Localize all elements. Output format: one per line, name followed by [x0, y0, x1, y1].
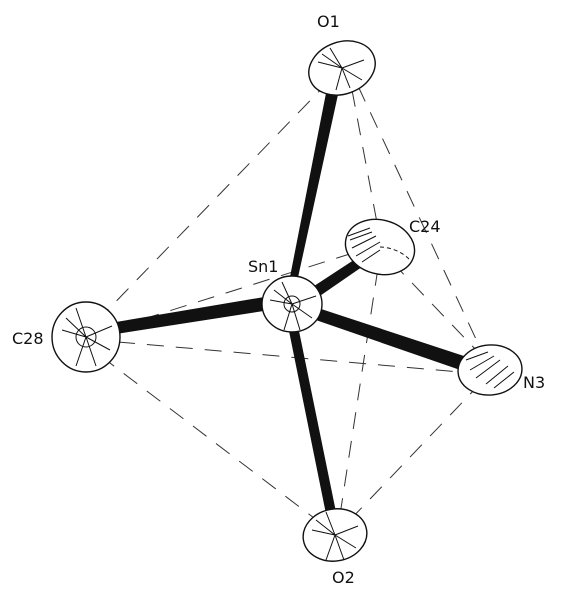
- edge-o2-n3: [349, 387, 477, 521]
- atom-c24: [344, 218, 416, 276]
- label-c24: C24: [409, 217, 441, 236]
- edge-o1-n3: [357, 85, 483, 353]
- bond-sn1-o1: [289, 88, 339, 282]
- polyhedron-edges: [99, 79, 483, 525]
- edge-o1-c24: [351, 89, 379, 229]
- label-o1: O1: [317, 12, 340, 31]
- label-sn1: Sn1: [248, 257, 278, 276]
- atom-sn1: [261, 275, 323, 333]
- edge-o2-c24: [339, 267, 379, 516]
- label-c28: C28: [12, 329, 44, 348]
- atom-o1: [308, 40, 376, 96]
- bond-sn1-n3: [310, 306, 470, 372]
- atom-labels: O1 C24 Sn1 C28 N3 O2: [12, 12, 545, 587]
- atom-c28: [51, 301, 121, 373]
- edge-o1-c28: [99, 79, 331, 319]
- bond-sn1-c28: [116, 296, 270, 334]
- label-n3: N3: [523, 373, 545, 392]
- label-o2: O2: [332, 568, 355, 587]
- edge-o2-c28: [105, 359, 323, 525]
- atom-n3: [457, 344, 523, 396]
- edge-c24-n3: [391, 261, 479, 353]
- atom-o2: [302, 508, 368, 562]
- bond-sn1-o2: [288, 326, 336, 514]
- edge-c28-c24: [114, 251, 357, 329]
